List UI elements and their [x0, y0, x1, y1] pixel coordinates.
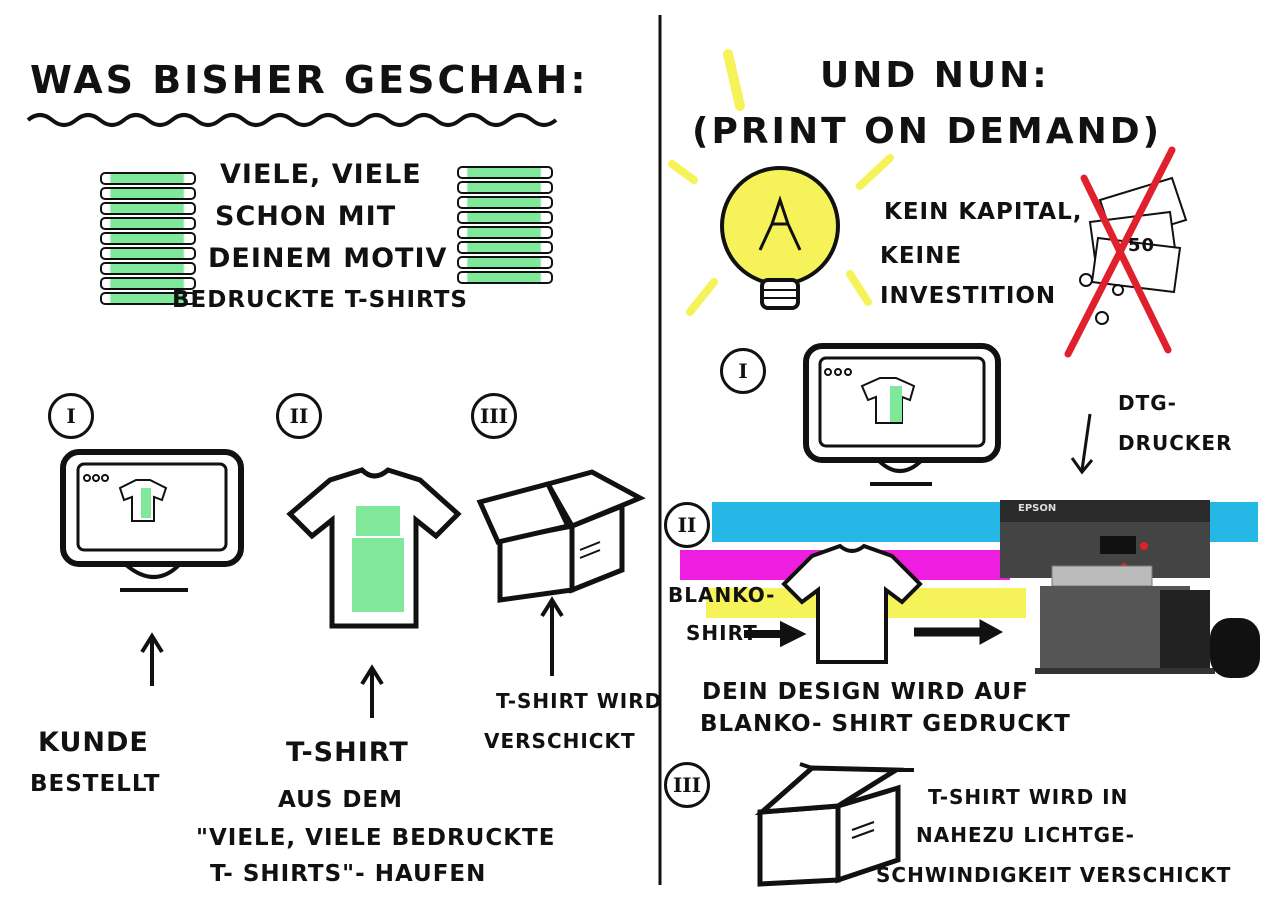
arrow-up-1-icon: [140, 632, 164, 686]
monitor-right-icon: [803, 343, 1001, 486]
folded-shirt-layer: [100, 292, 196, 305]
intro-line-2: SCHON MIT: [215, 201, 397, 232]
right-step-2-caption-2: BLANKO- SHIRT GEDRUCKT: [700, 711, 1071, 737]
monitor-left-icon: [60, 449, 244, 592]
caption-2-line-3: "VIELE, VIELE BEDRUCKTE: [196, 825, 556, 851]
caption-2-line-2: AUS DEM: [278, 787, 404, 813]
dtg-printer-icon: [1000, 500, 1260, 678]
tshirt-blank-icon: [781, 543, 923, 664]
right-step-2-caption-1: DEIN DESIGN WIRD AUF: [702, 679, 1029, 705]
step-number-right-2: II: [664, 502, 710, 548]
right-heading-2: (PRINT ON DEMAND): [692, 111, 1163, 152]
folded-shirt-layer: [100, 217, 196, 230]
step-number-left-3: III: [471, 393, 517, 439]
printer-brand: EPSON: [1018, 503, 1057, 514]
folded-shirt-layer: [457, 256, 553, 269]
money-crossed-icon: [1064, 146, 1188, 358]
money-value: 50: [1128, 235, 1156, 256]
folded-shirt-layer: [100, 247, 196, 260]
folded-shirt-layer: [457, 226, 553, 239]
shirt-stack-right: [457, 166, 553, 286]
folded-shirt-layer: [100, 202, 196, 215]
step-number-left-1: I: [48, 393, 94, 439]
arrow-up-2-icon: [360, 664, 384, 718]
box-right-icon: [754, 762, 914, 887]
caption-2-line-4: T- SHIRTS"- HAUFEN: [210, 861, 487, 887]
arrow-down-printer-icon: [1070, 413, 1094, 475]
blank-label-1: BLANKO-: [668, 583, 776, 607]
folded-shirt-layer: [100, 172, 196, 185]
arrow-up-3-icon: [540, 596, 564, 676]
step-number-right-1: I: [720, 348, 766, 394]
folded-shirt-layer: [457, 181, 553, 194]
right-step-3-caption-2: NAHEZU LICHTGE-: [916, 823, 1135, 847]
heading-underline-wave: [26, 113, 558, 127]
folded-shirt-layer: [100, 232, 196, 245]
folded-shirt-layer: [457, 211, 553, 224]
intro-line-4: BEDRUCKTE T-SHIRTS: [172, 287, 468, 313]
lightbulb-icon: [668, 49, 894, 316]
step-number-left-2: II: [276, 393, 322, 439]
caption-2-line-1: T-SHIRT: [286, 737, 409, 768]
box-left-icon: [476, 469, 646, 603]
caption-3-line-2: VERSCHICKT: [484, 729, 636, 753]
benefit-line-2: KEINE: [880, 243, 963, 269]
folded-shirt-layer: [457, 196, 553, 209]
caption-3-line-1: T-SHIRT WIRD: [496, 689, 663, 713]
printer-label-1: DTG-: [1118, 391, 1177, 415]
intro-line-1: VIELE, VIELE: [220, 159, 422, 190]
step-number-right-3: III: [664, 762, 710, 808]
benefit-line-1: KEIN KAPITAL,: [884, 199, 1083, 225]
benefit-line-3: INVESTITION: [880, 283, 1057, 309]
intro-line-3: DEINEM MOTIV: [208, 243, 448, 274]
right-heading-1: UND NUN:: [820, 55, 1050, 96]
shirt-stack-left: [100, 172, 196, 307]
right-step-3-caption-1: T-SHIRT WIRD IN: [928, 785, 1129, 809]
tshirt-green-icon: [286, 467, 462, 629]
left-heading: WAS BISHER GESCHAH:: [30, 58, 589, 102]
right-step-3-caption-3: SCHWINDIGKEIT VERSCHICKT: [876, 863, 1232, 887]
folded-shirt-layer: [100, 277, 196, 290]
arrow-to-shirt-icon: [744, 620, 807, 648]
blank-label-2: SHIRT: [686, 621, 758, 645]
folded-shirt-layer: [100, 262, 196, 275]
caption-1-line-1: KUNDE: [38, 727, 149, 758]
folded-shirt-layer: [100, 187, 196, 200]
folded-shirt-layer: [457, 241, 553, 254]
caption-1-line-2: BESTELLT: [30, 771, 161, 797]
folded-shirt-layer: [457, 271, 553, 284]
arrow-to-printer-icon: [914, 619, 1004, 645]
printer-label-2: DRUCKER: [1118, 431, 1233, 455]
folded-shirt-layer: [457, 166, 553, 179]
